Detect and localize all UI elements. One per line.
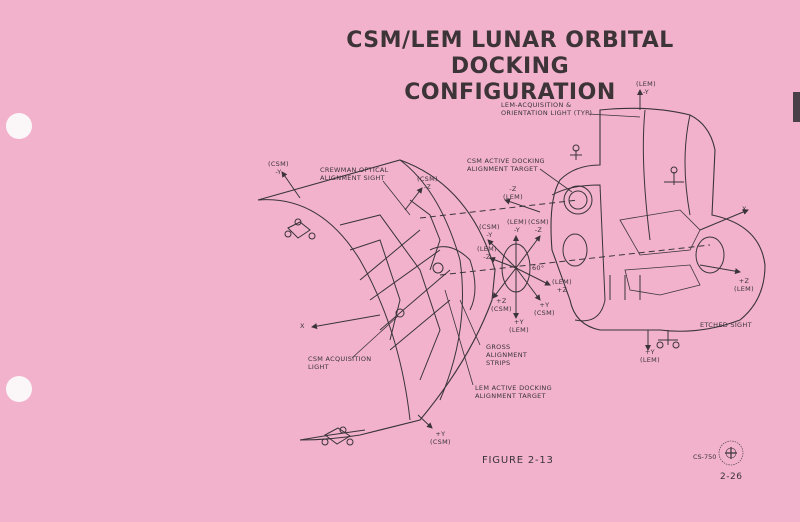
- callout-gross-alignment-strips: GROSS ALIGNMENT STRIPS: [486, 343, 528, 367]
- lem-rcs-quad-bottom: [656, 330, 680, 349]
- csm-minus-y-arrow: [281, 171, 301, 199]
- lem-minus-z-arrow: [504, 198, 541, 213]
- x-axis-left-arrow: [311, 314, 381, 330]
- axis-lem-plus-z-center: (LEM) +Z: [552, 278, 572, 294]
- punch-hole-top: [6, 113, 32, 139]
- axis-lem-minus-y-top: (LEM) -Y: [636, 80, 656, 96]
- callout-crewman-optical-sight: CREWMAN OPTICAL ALIGNMENT SIGHT: [320, 166, 389, 182]
- axis-csm-minus-z-top: (CSM) -Z: [417, 175, 438, 191]
- callout-csm-acquisition-light: CSM ACQUISITION LIGHT: [308, 355, 372, 371]
- callout-lem-acquisition-light: LEM-ACQUISITION & ORIENTATION LIGHT (TYP…: [501, 101, 593, 117]
- csm-plus-y-arrow: [417, 414, 433, 429]
- punch-hole-bottom: [6, 376, 32, 402]
- lem-rcs-quad-top: [570, 144, 582, 160]
- axis-lem-minus-z: -Z (LEM): [503, 185, 523, 201]
- leader-lines: [351, 113, 641, 386]
- figure-caption: FIGURE 2-13: [482, 455, 554, 466]
- axis-csm-plus-y-center: +Y (CSM): [534, 301, 555, 317]
- axis-csm-plus-y-bottom: +Y (CSM): [430, 430, 451, 446]
- csm-rcs-quad-lower: [321, 426, 354, 446]
- csm-minus-z-arrow: [404, 187, 423, 211]
- callout-etched-sight: ETCHED SIGHT: [700, 321, 752, 329]
- axis-csm-plus-z-center: +Z (CSM): [491, 297, 512, 313]
- axis-lem-minus-z-center: (LEM) -Z: [477, 245, 497, 261]
- lem-plus-z-arrow: [699, 264, 741, 275]
- axis-x-right: X: [742, 205, 747, 213]
- axis-lem-plus-z-right: +Z (LEM): [734, 277, 754, 293]
- document-code: CS-750: [693, 453, 717, 461]
- callout-csm-active-target: CSM ACTIVE DOCKING ALIGNMENT TARGET: [467, 157, 545, 173]
- lem-rcs-quad-right: [664, 166, 684, 185]
- axis-lem-plus-y-bottom: +Y (LEM): [640, 348, 660, 364]
- axis-angle-60: 60°: [532, 264, 545, 272]
- lem-ascent-stage: [550, 107, 766, 332]
- alignment-lines: [419, 199, 711, 276]
- nasa-seal-icon: [718, 440, 744, 466]
- x-axis-right-arrow: [699, 209, 749, 231]
- page-title: CSM/LEM LUNAR ORBITAL DOCKING CONFIGURAT…: [345, 28, 675, 106]
- axis-lem-minus-y-center: (LEM) -Y: [507, 218, 527, 234]
- title-line-2: DOCKING CONFIGURATION: [404, 54, 616, 105]
- csm-command-module: [257, 159, 496, 441]
- callout-lem-active-target: LEM ACTIVE DOCKING ALIGNMENT TARGET: [475, 384, 552, 400]
- title-line-1: CSM/LEM LUNAR ORBITAL: [346, 28, 674, 53]
- csm-rcs-quad-upper: [284, 218, 316, 240]
- axis-csm-minus-y-left: (CSM) -Y: [268, 160, 289, 176]
- axis-x-left: X: [300, 322, 305, 330]
- section-edge-tab: [793, 92, 800, 122]
- axis-csm-minus-y-center: (CSM) -Y: [479, 223, 500, 239]
- axis-lem-plus-y-center: +Y (LEM): [509, 318, 529, 334]
- axis-csm-minus-z-center: (CSM) -Z: [528, 218, 549, 234]
- docking-axis-triad: [487, 235, 551, 319]
- page-number: 2-26: [720, 472, 743, 482]
